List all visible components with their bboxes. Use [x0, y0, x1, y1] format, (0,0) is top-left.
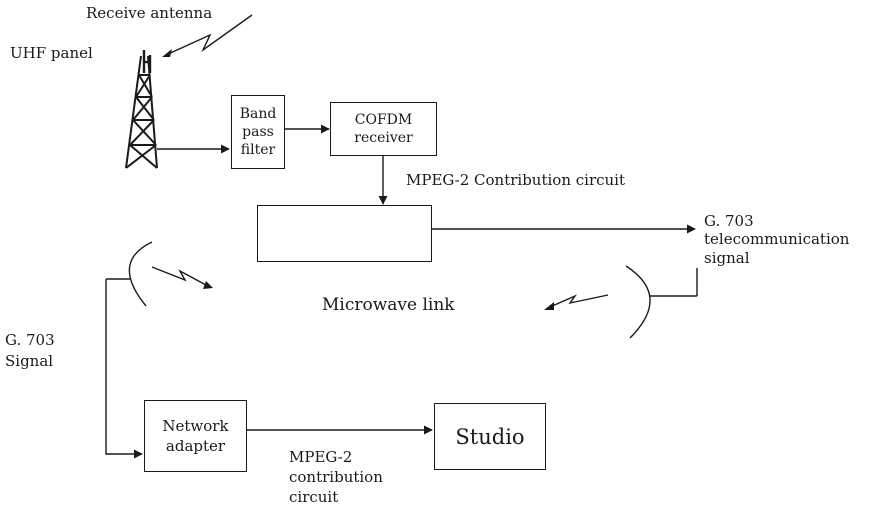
cofdm-receiver-box: COFDM receiver	[330, 102, 437, 156]
mpeg2-bottom-label-line2: contribution	[289, 468, 383, 486]
band-pass-filter-line2: pass	[242, 124, 274, 140]
microwave-signal-left-icon	[151, 266, 213, 289]
g703-telecom-label-line2: telecommunication	[704, 230, 850, 248]
microwave-signal-right-icon	[544, 294, 609, 310]
studio-label: Studio	[455, 424, 525, 449]
network-adapter-line2: adapter	[165, 437, 226, 455]
network-adapter-line1: Network	[162, 417, 229, 435]
g703-telecom-label-line1: G. 703	[704, 212, 754, 230]
cofdm-receiver-label: COFDM receiver	[354, 112, 413, 146]
g703-signal-label-line2: Signal	[5, 352, 54, 370]
left-dish-icon	[106, 241, 153, 307]
studio-box: Studio	[434, 403, 546, 470]
band-pass-filter-line1: Band	[239, 106, 277, 122]
mpeg2-contribution-top-label: MPEG-2 Contribution circuit	[406, 171, 626, 189]
receive-signal-icon	[162, 14, 253, 57]
uhf-panel-label: UHF panel	[10, 44, 93, 62]
uhf-tower-icon	[125, 55, 158, 169]
arrow-dish-to-network-adapter	[105, 279, 143, 459]
mpeg2-bottom-label-line1: MPEG-2	[289, 448, 353, 466]
network-adapter-box: Network adapter	[144, 400, 247, 472]
g703-telecom-label-line3: signal	[704, 249, 750, 267]
receive-antenna-label: Receive antenna	[86, 4, 213, 22]
right-dish-icon	[625, 265, 698, 339]
band-pass-filter-box: Band pass filter	[231, 95, 285, 169]
band-pass-filter-line3: filter	[240, 142, 276, 158]
microwave-link-label: Microwave link	[322, 295, 455, 315]
mpeg2-bottom-label-line3: circuit	[289, 488, 339, 506]
g703-signal-label-line1: G. 703	[5, 331, 55, 349]
uhf-panel-antenna-icon	[142, 50, 152, 73]
microwave-transmitter-box	[257, 205, 432, 262]
